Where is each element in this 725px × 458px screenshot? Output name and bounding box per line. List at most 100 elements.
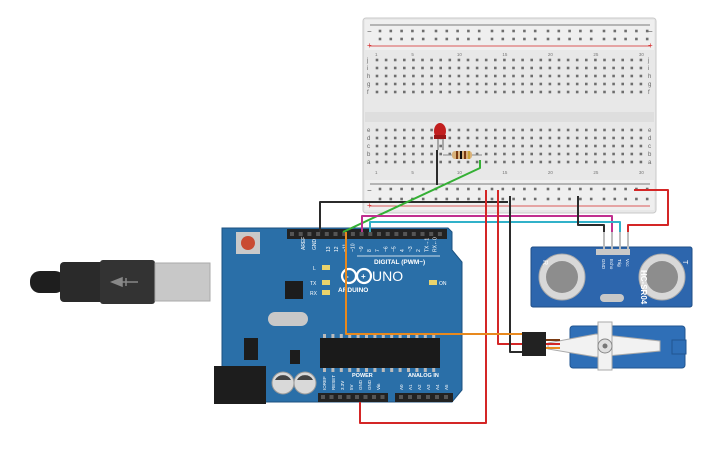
power-pin-label: GND	[358, 379, 363, 390]
breadboard-hole	[630, 152, 634, 156]
header-pin	[321, 395, 325, 399]
usb-cable[interactable]	[30, 260, 211, 304]
breadboard-hole	[603, 90, 606, 94]
row-letter: e	[648, 128, 652, 134]
breadboard-hole	[375, 128, 379, 132]
breadboard-hole	[612, 128, 615, 132]
breadboard-hole	[612, 160, 615, 164]
crystal-oscillator	[268, 312, 308, 326]
breadboard-hole	[384, 128, 388, 132]
breadboard-hole	[639, 136, 643, 140]
resistor[interactable]	[443, 151, 482, 159]
breadboard-hole	[539, 128, 543, 132]
breadboard-hole	[603, 160, 606, 164]
breadboard-hole	[375, 90, 379, 94]
rail-hole	[613, 29, 617, 33]
breadboard-hole	[521, 152, 524, 156]
breadboard-hole	[594, 74, 597, 78]
rail-hole	[467, 29, 470, 33]
breadboard-hole	[439, 90, 442, 94]
digital-pin-label: ~10	[351, 243, 357, 252]
header-pin	[290, 232, 294, 236]
rail-hole	[389, 197, 393, 201]
breadboard-hole	[403, 136, 406, 140]
top-minus-label-right: −	[648, 27, 653, 36]
row-letter: b	[648, 152, 652, 158]
wire-servo-vcc[interactable]	[497, 190, 522, 345]
breadboard-hole	[521, 58, 524, 62]
breadboard-hole	[557, 74, 561, 78]
wire-servo-gnd[interactable]	[509, 196, 522, 353]
breadboard-hole	[375, 160, 379, 164]
rail-hole	[512, 29, 515, 33]
breadboard-hole	[384, 144, 388, 148]
breadboard-hole	[494, 160, 497, 164]
power-pin-label: GND	[367, 379, 372, 390]
breadboard-hole	[585, 66, 588, 70]
breadboard-hole	[585, 136, 588, 140]
breadboard-hole	[421, 152, 424, 156]
top-minus-label: −	[367, 27, 372, 36]
digital-pin-label: ~3	[408, 246, 414, 252]
breadboard-hole	[548, 144, 552, 148]
breadboard-hole	[585, 160, 588, 164]
servo-motor[interactable]	[522, 321, 687, 371]
wire-sensor-vcc[interactable]	[627, 189, 669, 232]
wire-sensor-gnd[interactable]	[577, 196, 605, 232]
rail-hole	[568, 29, 571, 33]
rail-hole	[546, 197, 550, 201]
breadboard-hole	[630, 90, 634, 94]
breadboard-hole	[575, 128, 579, 132]
wire-trig-cyan[interactable]	[369, 221, 621, 232]
power-jack[interactable]	[214, 366, 266, 404]
breadboard-hole	[603, 82, 606, 86]
breadboard-hole	[539, 152, 543, 156]
wire-led-signal-green[interactable]	[342, 160, 481, 233]
digital-pin-label: TX→1	[424, 238, 430, 252]
wires	[319, 150, 669, 424]
breadboard-hole	[557, 128, 561, 132]
breadboard-hole	[475, 136, 479, 140]
breadboard-hole	[639, 66, 643, 70]
breadboard-hole	[375, 144, 379, 148]
breadboard-hole	[539, 136, 543, 140]
rail-hole	[456, 197, 459, 201]
digital-pin-label: 7	[375, 249, 381, 252]
rail-hole	[533, 197, 537, 201]
wire-5v-red[interactable]	[359, 190, 487, 424]
tx-led-label: TX	[310, 281, 317, 287]
breadboard-hole	[421, 136, 424, 140]
chip-pin-bottom	[331, 368, 335, 372]
rail-hole	[635, 197, 638, 201]
breadboard-hole	[639, 144, 643, 148]
header-pin	[329, 395, 334, 399]
wire-gnd-black[interactable]	[319, 201, 508, 232]
row-letter: f	[648, 90, 650, 96]
l-led-label: L	[313, 266, 316, 272]
chip-pin-bottom	[407, 368, 410, 372]
breadboard-holes	[375, 29, 649, 201]
breadboard-hole	[439, 82, 442, 86]
breadboard-hole	[430, 82, 433, 86]
reset-button[interactable]	[241, 236, 255, 250]
red-led[interactable]	[434, 123, 446, 150]
power-pin-label: 5V	[349, 384, 354, 390]
wire-servo-signal-orange[interactable]	[345, 232, 522, 335]
breadboard-hole	[621, 90, 624, 94]
breadboard-hole	[594, 90, 597, 94]
servo-connector	[522, 332, 546, 356]
capacitor-2-stripe	[297, 375, 313, 380]
breadboard-hole	[566, 160, 570, 164]
rail-hole	[589, 29, 593, 33]
breadboard-hole	[612, 58, 615, 62]
breadboard-hole	[375, 58, 379, 62]
breadboard-hole	[375, 66, 379, 70]
breadboard-hole	[421, 58, 424, 62]
rail-hole	[456, 37, 459, 41]
breadboard-hole	[448, 74, 452, 78]
column-number: 5	[411, 170, 414, 175]
